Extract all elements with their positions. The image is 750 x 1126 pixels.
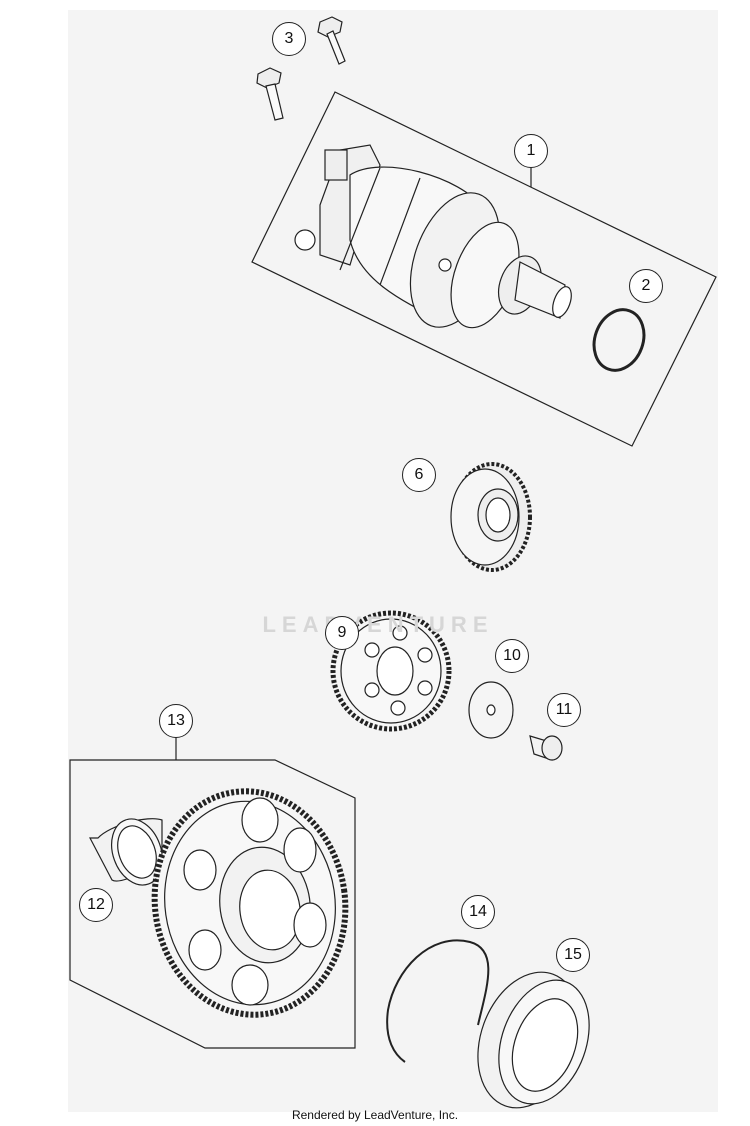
callout-2: 2 [629, 269, 663, 303]
circlip-part-14 [386, 939, 490, 1063]
starter-motor-part-1 [294, 144, 572, 329]
bearing-part-15 [477, 971, 590, 1109]
callout-9: 9 [325, 616, 359, 650]
bolt-part-11 [529, 735, 563, 761]
callout-13: 13 [159, 704, 193, 738]
torque-limiter-gear-part-9 [330, 610, 452, 732]
callout-12: 12 [79, 888, 113, 922]
starter-gear-part-13 [151, 788, 349, 1018]
callout-1: 1 [514, 134, 548, 168]
bolt-part-3a [317, 16, 346, 65]
watermark-text: LEADVENTURE [262, 612, 494, 637]
footer-credit: Rendered by LeadVenture, Inc. [291, 1108, 459, 1122]
bushing-part-12 [89, 818, 163, 886]
callout-15: 15 [556, 938, 590, 972]
callout-11: 11 [547, 693, 581, 727]
callout-14: 14 [461, 895, 495, 929]
bolt-part-3b [256, 67, 284, 121]
callout-3: 3 [272, 22, 306, 56]
callout-10: 10 [495, 639, 529, 673]
callout-6: 6 [402, 458, 436, 492]
washer-part-10 [468, 681, 514, 739]
intermediate-gear-part-6 [450, 462, 532, 572]
o-ring-part-2 [592, 308, 646, 372]
